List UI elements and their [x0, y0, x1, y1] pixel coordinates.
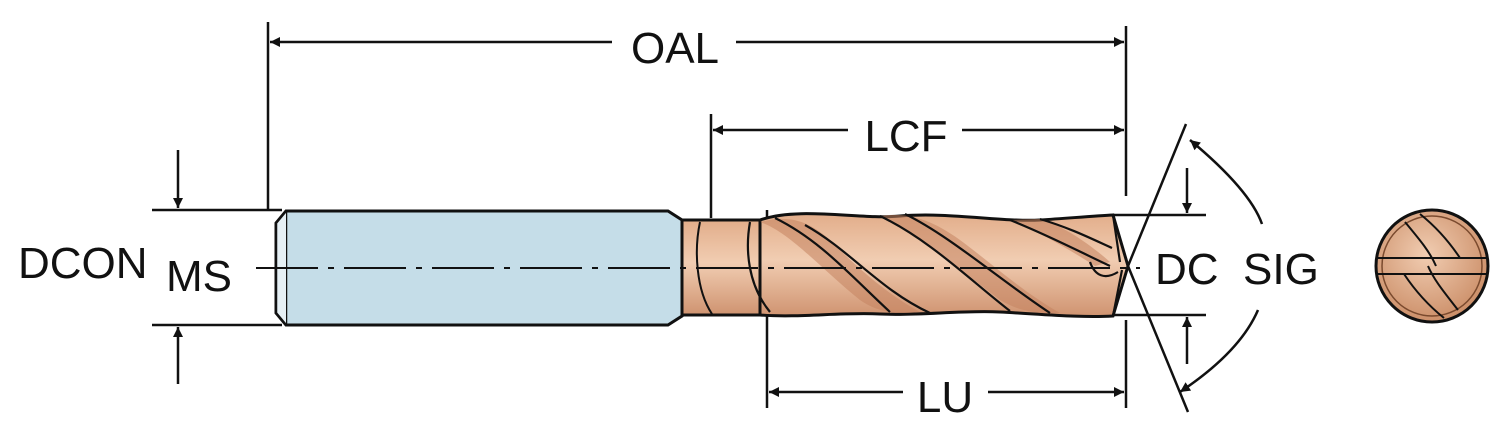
oal-dimension: OAL: [270, 24, 1124, 73]
lcf-label: LCF: [864, 112, 947, 161]
sig-lower-edge-line: [1126, 265, 1190, 413]
dcon-label: DCON: [18, 239, 148, 288]
oal-label: OAL: [631, 24, 719, 73]
drill-end-view: [1374, 208, 1490, 324]
lu-label: LU: [917, 373, 973, 422]
drill-body: [680, 212, 1130, 319]
sig-label: SIG: [1243, 245, 1319, 294]
dc-label: DC: [1155, 245, 1219, 294]
lcf-dimension: LCF: [713, 112, 1124, 161]
dcon-subscript: MS: [166, 252, 232, 301]
sig-dimension: SIG: [1126, 123, 1319, 413]
lu-dimension: LU: [769, 373, 1124, 422]
dcon-dimension: DCON MS: [18, 150, 232, 384]
sig-upper-edge-line: [1126, 123, 1188, 267]
dc-dimension: DC: [1155, 168, 1219, 364]
